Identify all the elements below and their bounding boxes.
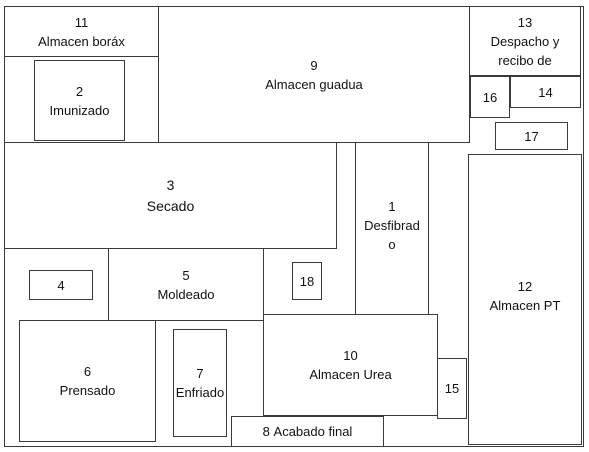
- zone-14-number: 14: [538, 84, 553, 100]
- zone-2-name: Imunizado: [49, 102, 110, 118]
- zone-7-enfriado: 7 Enfriado: [173, 329, 227, 437]
- zone-6-prensado: 6 Prensado: [19, 320, 156, 442]
- zone-3-number: 3: [166, 176, 175, 193]
- zone-3-name: Secado: [146, 197, 195, 214]
- zone-4: 4: [29, 270, 93, 300]
- zone-12-number: 12: [517, 278, 533, 294]
- zone-8-acabado-final: 8 Acabado final: [231, 416, 384, 447]
- zone-11-name: Almacen boráx: [38, 33, 125, 49]
- zone-12-name: Almacen PT: [489, 297, 561, 313]
- zone-8-name: Acabado final: [273, 424, 353, 439]
- zone-17-number: 17: [524, 128, 539, 144]
- zone-13-name-line2: recibo de: [498, 52, 552, 68]
- zone-15: 15: [437, 358, 467, 419]
- zone-5-number: 5: [182, 267, 190, 283]
- zone-8-number: 8: [262, 424, 270, 439]
- zone-10-almacen-urea: 10 Almacen Urea: [263, 314, 438, 416]
- zone-1-name-line1: Desfibrad: [364, 218, 420, 233]
- zone-9-number: 9: [310, 58, 318, 73]
- zone-7-name: Enfriado: [175, 385, 225, 400]
- zone-16: 16: [470, 76, 510, 118]
- zone-11-almacen-borax: 11 Almacen boráx: [4, 6, 159, 57]
- zone-6-name: Prensado: [59, 383, 116, 398]
- zone-11-number: 11: [74, 14, 89, 30]
- zone-10-number: 10: [343, 348, 358, 363]
- zone-12-almacen-pt: 12 Almacen PT: [468, 154, 582, 445]
- zone-18: 18: [292, 262, 322, 300]
- zone-18-number: 18: [299, 273, 315, 289]
- zone-1-desfibrado: 1 Desfibrad o: [355, 142, 429, 315]
- zone-3-secado: 3 Secado: [4, 142, 337, 249]
- zone-15-number: 15: [444, 381, 460, 396]
- zone-1-number: 1: [388, 199, 396, 214]
- zone-13-despacho: 13 Despacho y recibo de: [469, 6, 581, 76]
- zone-6-number: 6: [83, 364, 92, 379]
- zone-5-name: Moldeado: [157, 286, 215, 302]
- zone-9-name: Almacen guadua: [265, 77, 363, 92]
- zone-13-number: 13: [517, 14, 533, 30]
- zone-17: 17: [495, 122, 568, 150]
- zone-13-name-line1: Despacho y: [490, 33, 560, 49]
- zone-2-number: 2: [75, 83, 84, 99]
- zone-14: 14: [510, 76, 581, 108]
- zone-9-almacen-guadua: 9 Almacen guadua: [158, 6, 470, 143]
- zone-1-name-line2: o: [388, 237, 396, 252]
- zone-7-number: 7: [196, 366, 204, 381]
- zone-16-number: 16: [482, 89, 498, 105]
- zone-2-imunizado: 2 Imunizado: [34, 60, 125, 141]
- zone-4-number: 4: [57, 277, 65, 293]
- zone-10-name: Almacen Urea: [309, 367, 392, 382]
- zone-5-moldeado: 5 Moldeado: [108, 248, 264, 321]
